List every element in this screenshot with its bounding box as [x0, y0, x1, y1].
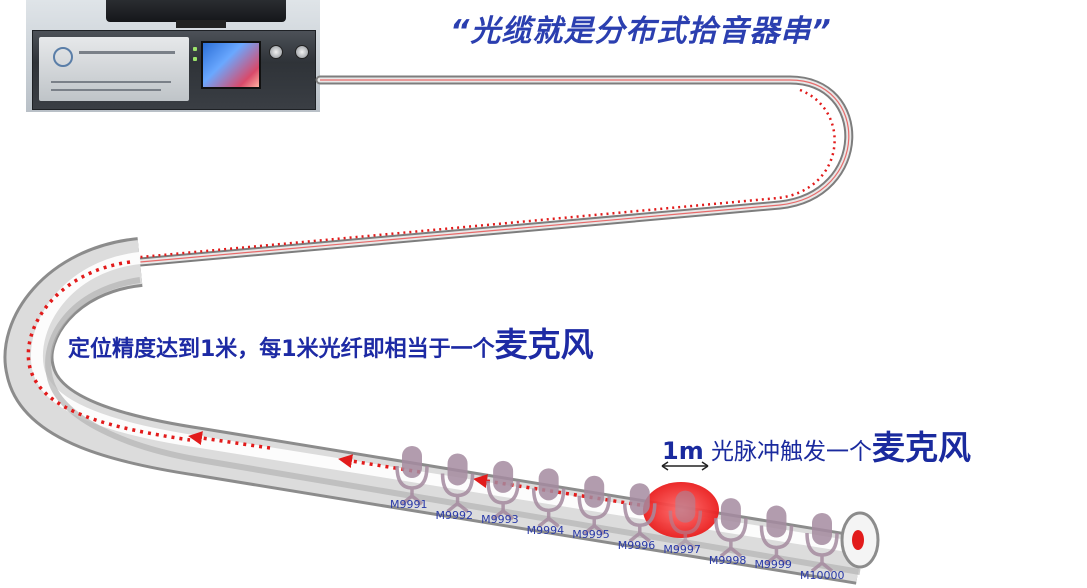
front-panel-plate: [39, 37, 189, 101]
device-screen: [201, 41, 261, 89]
microphone-head: [584, 475, 605, 508]
microphone-stand: [583, 517, 606, 536]
microphone-yoke: [623, 503, 657, 527]
status-led-icon: [193, 47, 197, 51]
microphone-yoke: [531, 488, 566, 513]
microphone-yoke: [714, 518, 748, 542]
panel-label-line: [79, 51, 175, 54]
microphone-stand: [446, 495, 469, 513]
microphone-label: M9997: [663, 542, 701, 556]
microphone-yoke: [440, 473, 475, 498]
microphone-label: M9999: [754, 557, 792, 571]
microphone-label: M9996: [617, 539, 656, 553]
microphone-stand: [765, 547, 788, 565]
tube-end-core: [852, 530, 864, 550]
tube-lower-shade: [45, 277, 861, 575]
microphone-head: [720, 498, 741, 531]
microphone-stand: [537, 510, 560, 528]
tube-highlight: [30, 252, 861, 554]
microphone-label: M9992: [435, 509, 474, 523]
microphone-array: [395, 446, 839, 573]
microphone-icon: [623, 483, 657, 543]
diagram-title: “光缆就是分布式拾音器串”: [450, 14, 832, 49]
microphone-label: M9991: [390, 498, 428, 511]
microphone-head: [538, 468, 559, 501]
microphone-head: [675, 490, 696, 523]
microphone-head: [447, 453, 468, 486]
microphone-label: M9994: [526, 524, 565, 538]
microphone-stand: [400, 488, 424, 506]
microphone-label: M9995: [572, 527, 610, 541]
status-led-icon: [193, 57, 197, 61]
pulse-annotation: 1m 光脉冲触发一个麦克风: [662, 421, 971, 469]
accuracy-microphone-text: 麦克风: [494, 325, 594, 364]
cable-outer: [135, 75, 854, 267]
microphone-stand: [674, 532, 697, 551]
microphone-head: [402, 446, 422, 478]
microphone-icon: [714, 498, 748, 558]
microphone-icon: [805, 513, 839, 573]
cable-fiber-line: [139, 79, 850, 263]
microphone-head: [629, 483, 650, 516]
pulse-length-text: 1m: [662, 437, 704, 465]
pulse-trail-lower: [26, 260, 191, 442]
microphone-stand: [810, 555, 834, 573]
microphone-icon: [668, 490, 703, 551]
microphone-label: M10000: [800, 569, 845, 582]
microphone-head: [766, 505, 787, 538]
microphone-label: M9998: [708, 554, 747, 568]
monitor-stand: [176, 20, 226, 28]
microphone-icon: [395, 446, 429, 506]
panel-label-line: [51, 89, 161, 91]
microphone-label: M9993: [481, 512, 519, 526]
monitor-base: [106, 0, 286, 22]
logo-icon: [53, 47, 73, 67]
microphone-head: [812, 513, 832, 545]
accuracy-text: 定位精度达到1米，每1米光纤即相当于一个: [68, 337, 495, 362]
interrogator-device-photo: [26, 0, 320, 112]
microphone-icon: [577, 475, 611, 536]
knob-icon: [295, 45, 309, 59]
rack-unit: [32, 30, 316, 110]
microphone-icon: [486, 460, 520, 521]
microphone-stand: [492, 502, 515, 521]
knob-icon: [269, 45, 283, 59]
microphone-stand: [628, 525, 651, 543]
microphone-icon: [531, 468, 566, 528]
microphone-head: [493, 460, 514, 493]
accuracy-annotation: 定位精度达到1米，每1米光纤即相当于一个麦克风: [68, 318, 594, 366]
microphone-icon: [440, 453, 475, 513]
pulse-text: 光脉冲触发一个: [703, 439, 873, 465]
microphone-stand: [719, 540, 742, 558]
microphone-icon: [759, 505, 794, 565]
pulse-microphone-text: 麦克风: [872, 428, 972, 467]
panel-label-line: [51, 81, 171, 83]
pulse-arrow: [473, 474, 641, 507]
